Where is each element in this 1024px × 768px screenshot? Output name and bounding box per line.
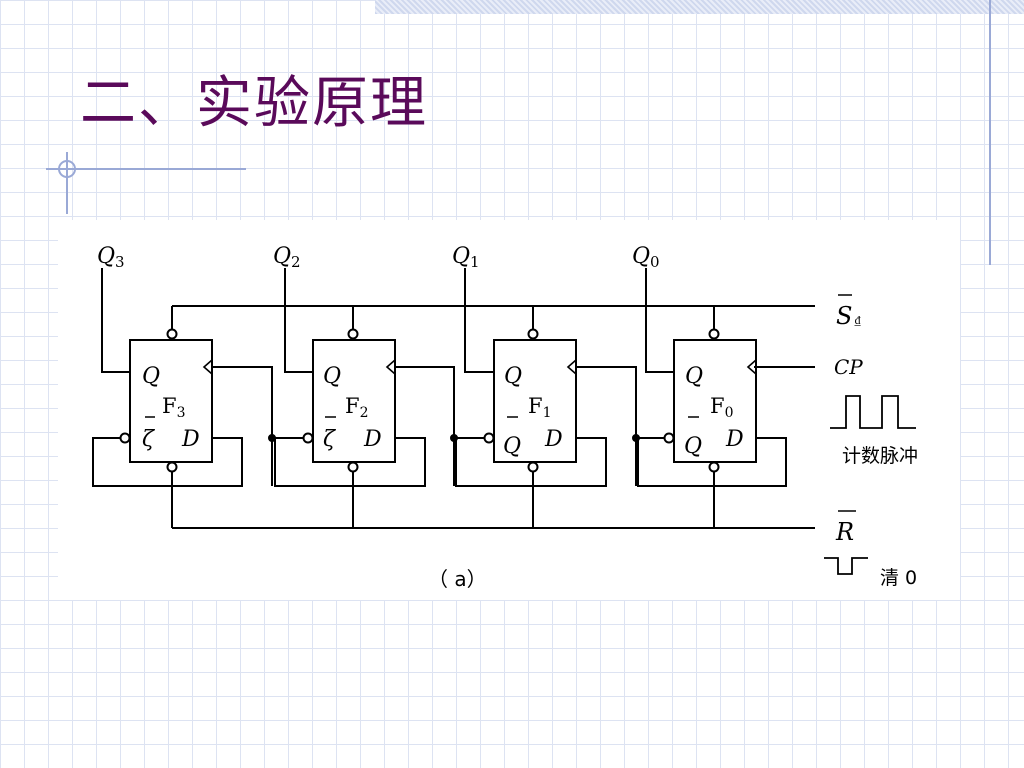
ff1-qbar-label: Q bbox=[503, 434, 521, 459]
wire-f1-clock bbox=[576, 366, 637, 486]
output-label-q2: Q2 bbox=[273, 244, 301, 271]
reset-caption: 清 0 bbox=[880, 567, 917, 589]
title-underline bbox=[46, 168, 246, 170]
right-decor-rule bbox=[989, 0, 991, 265]
ff3-d-label: D bbox=[181, 427, 200, 452]
output-label-q3: Q3 bbox=[97, 244, 125, 271]
ff2-q-label: Q bbox=[323, 364, 341, 389]
title-vertical-rule bbox=[66, 152, 68, 214]
output-label-q1: Q1 bbox=[452, 244, 480, 271]
ff0-d-label: D bbox=[725, 427, 744, 452]
ff0-q-label: Q bbox=[685, 364, 703, 389]
flipflop-f3 bbox=[92, 268, 243, 528]
wire-f2-clock bbox=[395, 366, 455, 486]
flipflop-f0 bbox=[637, 268, 787, 528]
ff2-name: F2 bbox=[345, 394, 369, 421]
title-ring-ornament bbox=[58, 160, 76, 178]
clock-label: CP bbox=[834, 355, 863, 379]
ff1-name: F1 bbox=[528, 394, 552, 421]
output-label-q0: Q0 bbox=[632, 244, 660, 271]
ff3-q-label: Q bbox=[142, 364, 160, 389]
top-decor-band bbox=[375, 0, 1024, 14]
slide-title: 二、实验原理 bbox=[80, 71, 428, 136]
ff2-qbar-label: ζ bbox=[323, 427, 337, 452]
clock-caption: 计数脉冲 bbox=[842, 445, 918, 467]
diagram-background bbox=[58, 220, 960, 600]
flipflop-f1 bbox=[455, 268, 607, 528]
flipflop-f2 bbox=[274, 268, 426, 528]
ff0-qbar-label: Q bbox=[684, 434, 702, 459]
ff1-q-label: Q bbox=[504, 364, 522, 389]
ff0-name: F0 bbox=[710, 394, 734, 421]
set-label: S₫ bbox=[836, 302, 861, 330]
ff3-qbar-label: ζ bbox=[142, 427, 156, 452]
clock-pulse-waveform bbox=[830, 395, 916, 429]
reset-pulse-waveform bbox=[824, 557, 868, 575]
wire-f3-clock bbox=[212, 366, 273, 486]
figure-caption: （ a） bbox=[428, 567, 487, 591]
reset-label: R bbox=[835, 518, 854, 546]
ff3-name: F3 bbox=[162, 394, 186, 421]
ff1-d-label: D bbox=[544, 427, 563, 452]
ff2-d-label: D bbox=[363, 427, 382, 452]
